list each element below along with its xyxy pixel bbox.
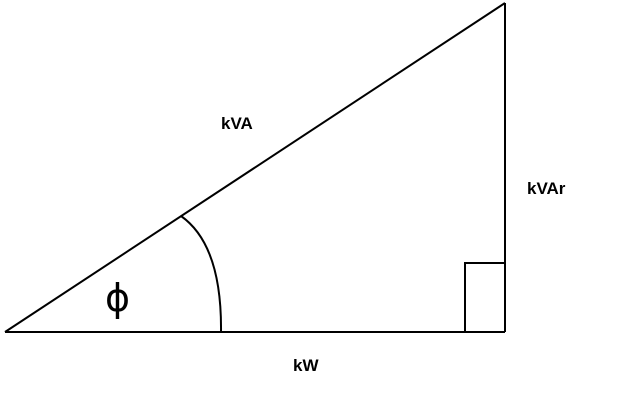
angle-arc	[180, 215, 223, 333]
hypotenuse-label: kVA	[221, 114, 253, 133]
angle-phi-label: ϕ	[105, 276, 130, 320]
opposite-label: kVAr	[527, 179, 566, 198]
right-angle-marker	[464, 262, 505, 332]
adjacent-label: kW	[293, 356, 319, 375]
hypotenuse-line	[4, 2, 506, 333]
